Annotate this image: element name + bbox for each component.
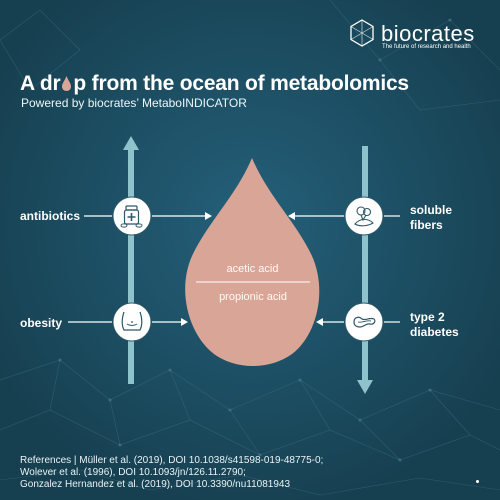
reference-2: Wolever et al. (1996), DOI 10.1093/jn/12…	[20, 467, 246, 478]
drop-icon	[62, 76, 72, 91]
label-type-2-diabetes: type 2 diabetes	[410, 310, 459, 340]
brand-name: biocrates	[381, 21, 475, 46]
belly-icon	[121, 311, 143, 331]
increase-arrow	[123, 136, 139, 384]
brand-tagline: The future of research and health	[382, 44, 471, 50]
title-part-2: p from the ocean of metabolomics	[73, 72, 409, 95]
label-soluble-fibers-line-2: fibers	[410, 218, 443, 232]
drop-acetic-acid: acetic acid	[226, 263, 279, 275]
hexagon-molecule-icon	[350, 19, 374, 47]
arrow-type-2-diabetes	[316, 318, 400, 326]
arrow-antibiotics	[84, 212, 212, 220]
page-title: A dr p from the ocean of metabolomics	[20, 72, 409, 96]
reference-3: Gonzalez Hernandez et al. (2019), DOI 10…	[20, 479, 290, 490]
label-soluble-fibers-line-1: soluble	[410, 203, 453, 217]
label-soluble-fibers: soluble fibers	[410, 203, 452, 233]
metabolite-drop	[185, 158, 320, 366]
reference-1: References | Müller et al. (2019), DOI 1…	[20, 455, 324, 466]
label-obesity: obesity	[20, 316, 63, 330]
vegetables-icon	[354, 206, 374, 227]
title-part-1: A dr	[20, 72, 61, 95]
references: References | Müller et al. (2019), DOI 1…	[20, 455, 323, 491]
label-type-2-diabetes-line-1: type 2	[410, 310, 445, 324]
page-subtitle: Powered by biocrates’ MetaboINDICATOR	[21, 96, 247, 110]
drop-propionic-acid: propionic acid	[219, 291, 287, 303]
pancreas-icon	[353, 316, 376, 328]
label-antibiotics: antibiotics	[20, 209, 81, 223]
corner-dot	[476, 480, 479, 483]
decrease-arrow	[357, 146, 373, 394]
network-nodes	[58, 18, 452, 462]
arrow-soluble-fibers	[288, 212, 400, 220]
arrow-obesity	[68, 318, 188, 326]
medicine-bottle-icon	[120, 205, 143, 228]
label-type-2-diabetes-line-2: diabetes	[410, 325, 459, 339]
